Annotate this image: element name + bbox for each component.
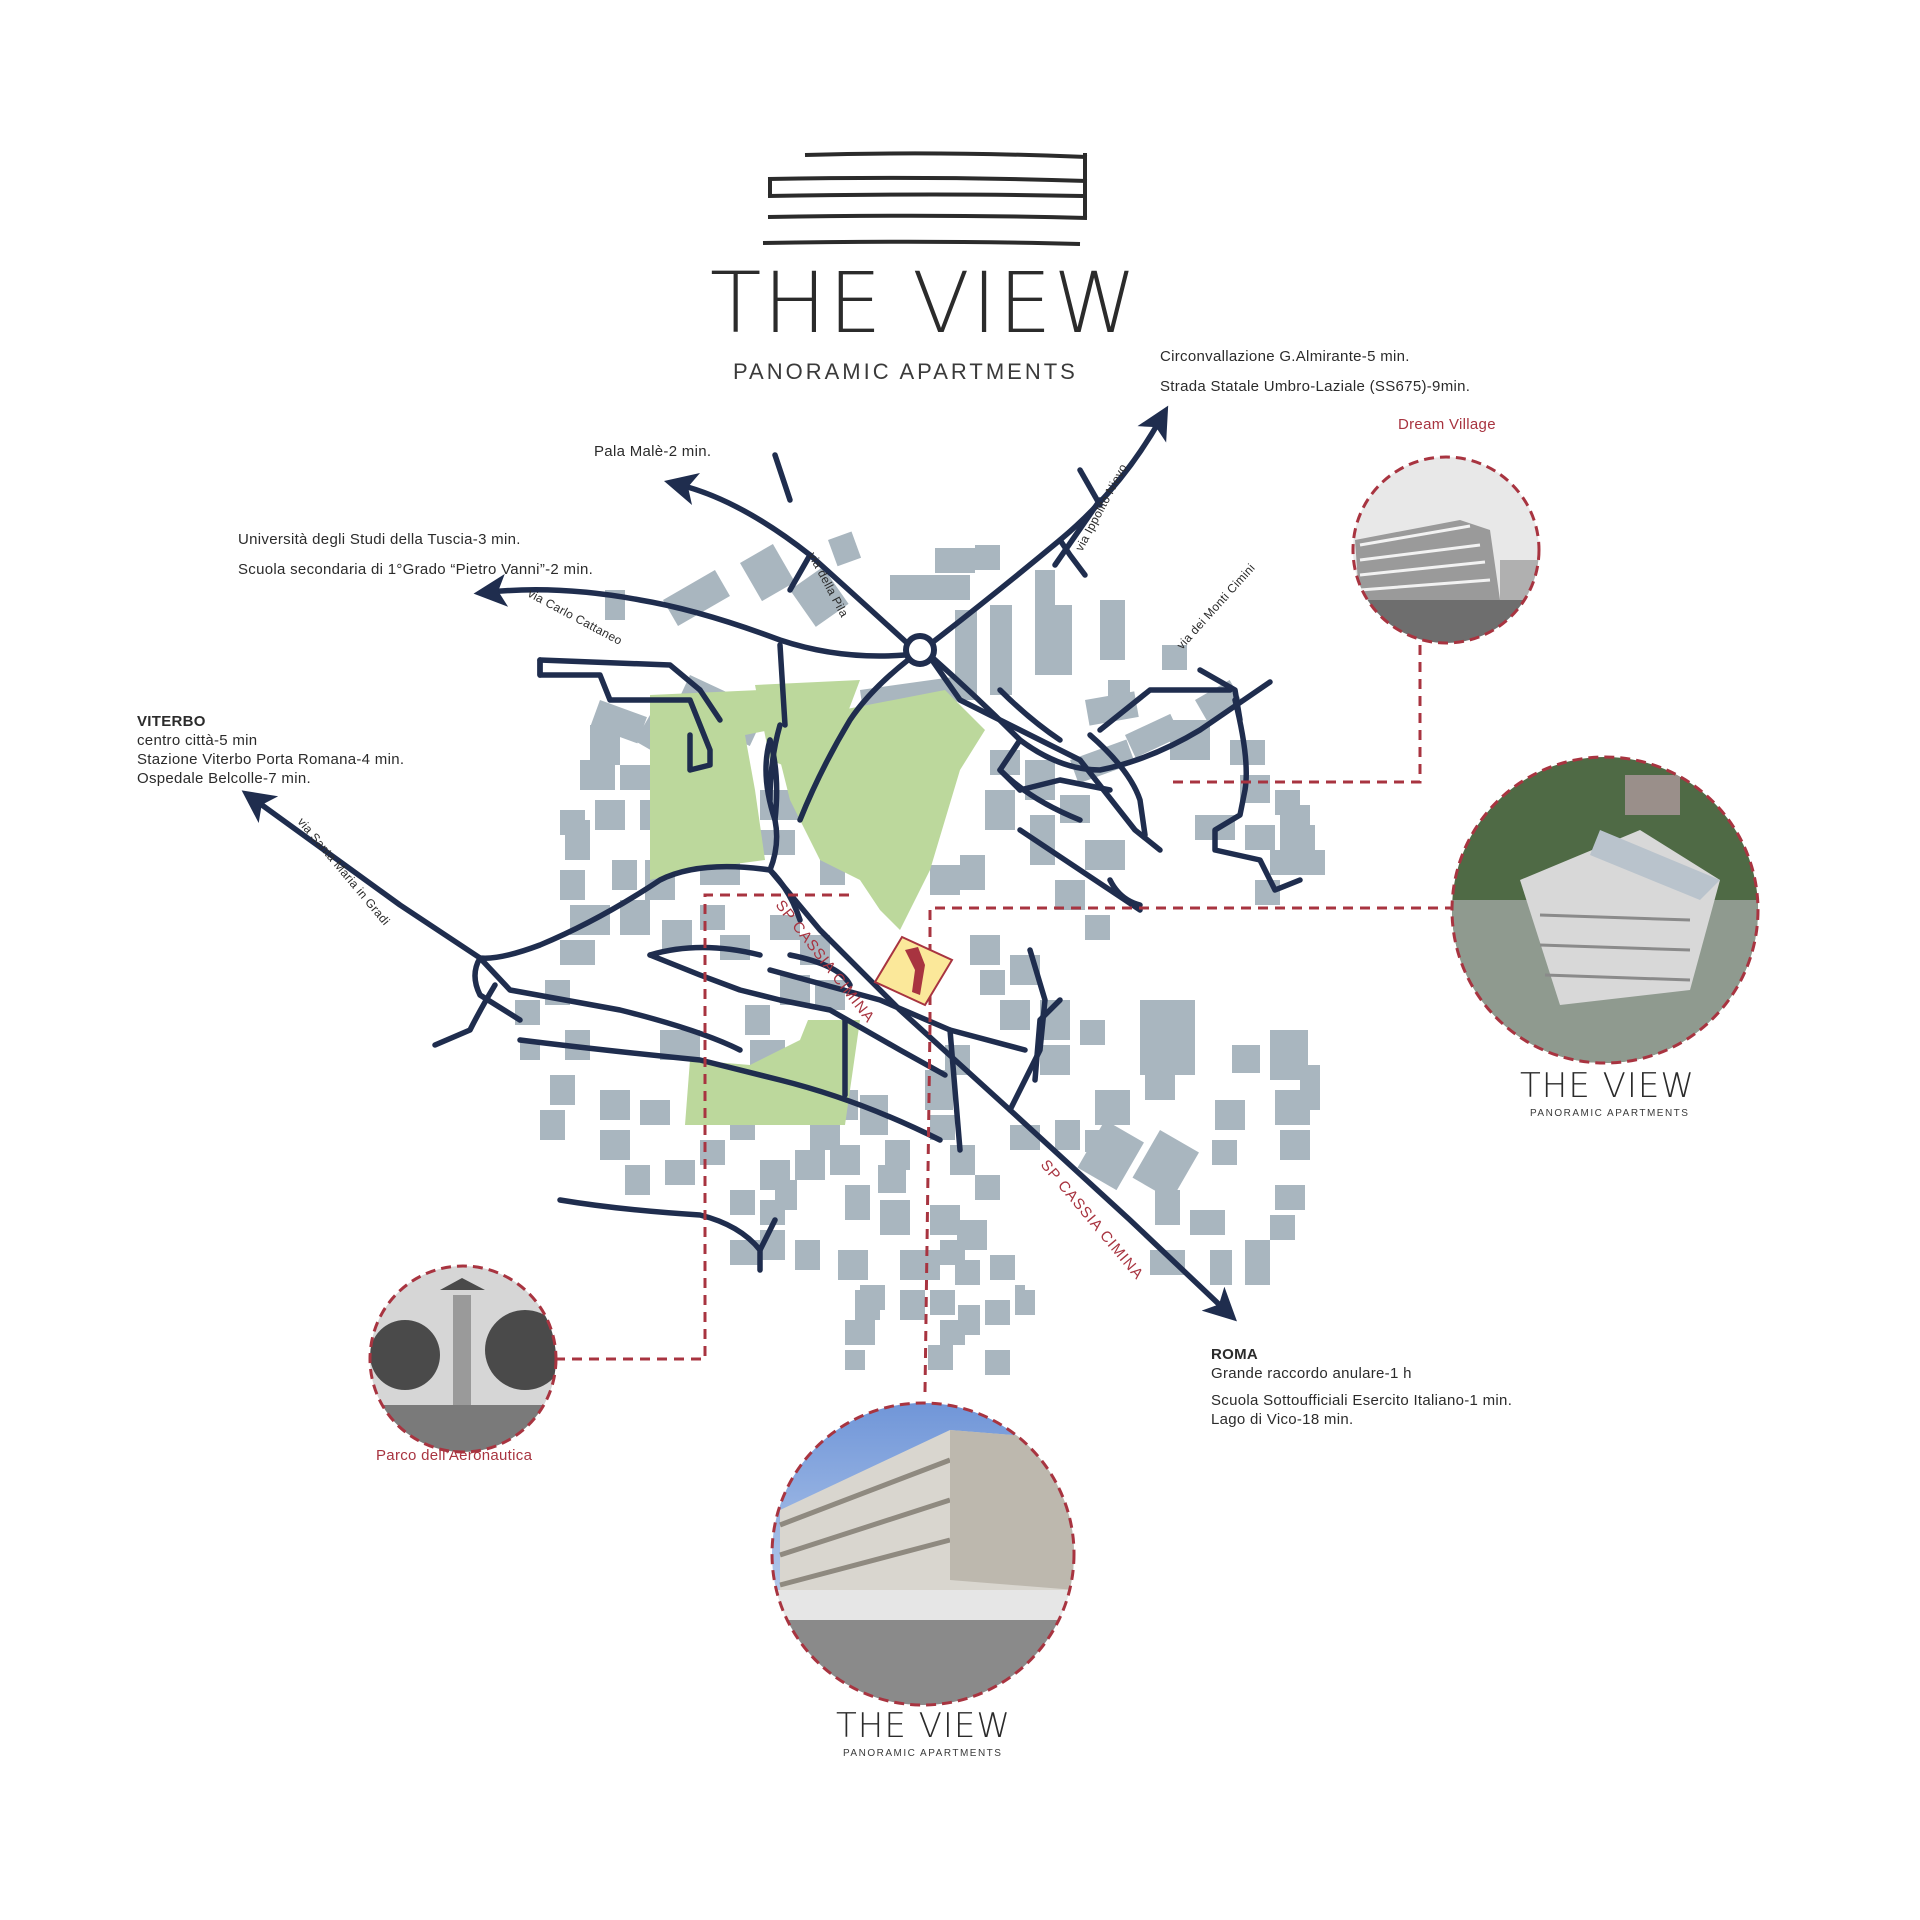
photo-parco-aeronautica — [368, 1264, 558, 1454]
destination-line: Scuola secondaria di 1°Grado “Pietro Van… — [238, 561, 594, 578]
view-right-title: THE VIEW — [1520, 1066, 1696, 1106]
view-bottom-subtitle: PANORAMIC APARTMENTS — [843, 1748, 1003, 1759]
destination-north-west: Università degli Studi della Tuscia-3 mi… — [238, 525, 593, 585]
destination-line: centro città-5 min — [137, 732, 258, 749]
photo-the-view-aerial — [1450, 755, 1760, 1065]
destination-north-east: Circonvallazione G.Almirante-5 min. Stra… — [1160, 342, 1470, 402]
destination-line: Scuola Sottoufficiali Esercito Italiano-… — [1211, 1392, 1513, 1409]
logo-subtitle: PANORAMIC APARTMENTS — [733, 359, 1078, 384]
photo-dream-village — [1351, 455, 1541, 645]
destination-line: Pala Malè-2 min. — [594, 443, 712, 460]
destination-line: Lago di Vico-18 min. — [1211, 1411, 1354, 1428]
site-marker-icon — [873, 935, 954, 1007]
destination-viterbo: VITERBO centro città-5 min Stazione Vite… — [137, 712, 404, 788]
photo-the-view-street — [770, 1401, 1076, 1707]
buildings — [515, 531, 1325, 1375]
place-label-parco: Parco dell'Aeronautica — [376, 1447, 533, 1464]
logo-title: THE VIEW — [710, 254, 1139, 352]
destination-line: Circonvallazione G.Almirante-5 min. — [1160, 348, 1410, 365]
destination-line: Stazione Viterbo Porta Romana-4 min. — [137, 751, 405, 768]
logo-bars-icon — [762, 151, 1088, 246]
destination-north: Pala Malè-2 min. — [594, 441, 711, 463]
view-right-subtitle: PANORAMIC APARTMENTS — [1530, 1108, 1690, 1119]
destination-line: Ospedale Belcolle-7 min. — [137, 770, 311, 787]
view-bottom-title: THE VIEW — [836, 1706, 1012, 1746]
roundabout-icon — [903, 633, 937, 667]
destination-line: Grande raccordo anulare-1 h — [1211, 1365, 1412, 1382]
destination-roma: ROMA Grande raccordo anulare-1 h Scuola … — [1211, 1345, 1512, 1429]
destination-title: VITERBO — [137, 713, 206, 730]
destination-title: ROMA — [1211, 1346, 1259, 1363]
roads — [241, 405, 1303, 1322]
destination-line: Università degli Studi della Tuscia-3 mi… — [238, 531, 521, 548]
street-label-via-santa-maria-in-gradi: via Santa Maria in Gradi — [295, 815, 393, 928]
street-label-via-dei-monti-cimini: via dei Monti Cimini — [1174, 561, 1258, 652]
place-label-dream-village: Dream Village — [1398, 416, 1496, 433]
destination-line: Strada Statale Umbro-Laziale (SS675)-9mi… — [1160, 378, 1471, 395]
